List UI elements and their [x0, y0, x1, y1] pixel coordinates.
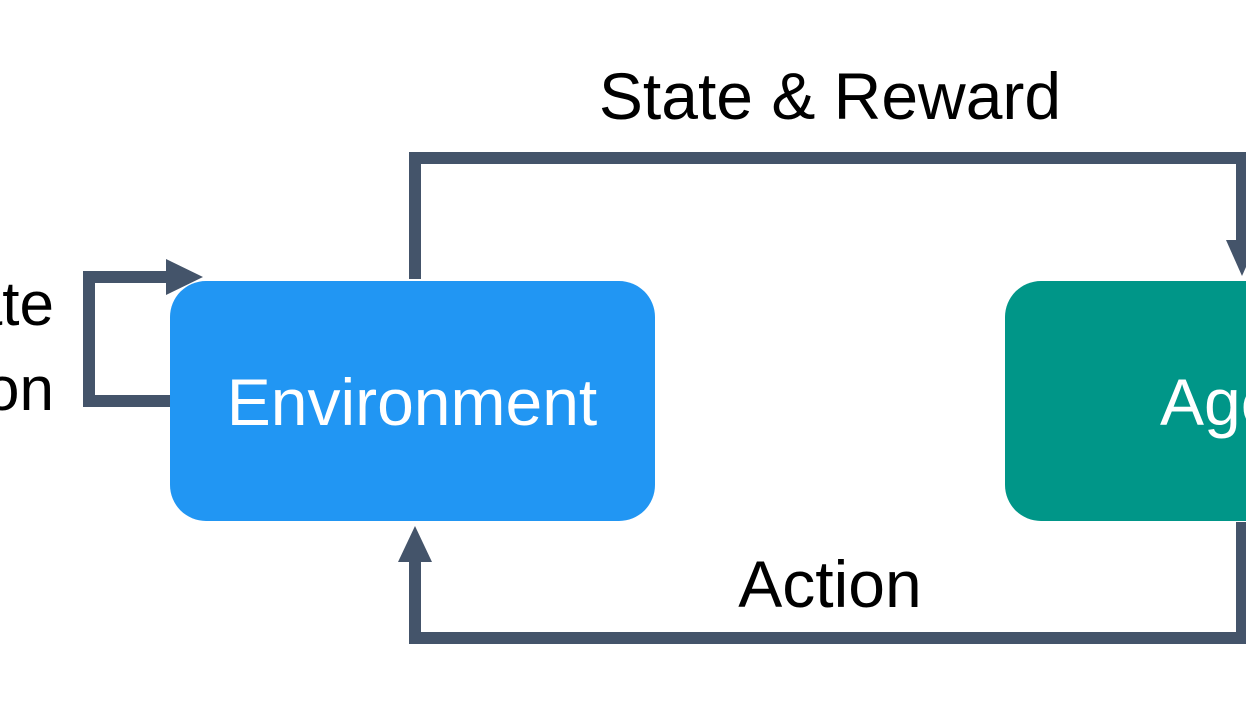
environment-label: Environment	[227, 365, 598, 439]
environment-box	[170, 281, 655, 521]
self-loop-label-line1: Update	[0, 270, 54, 339]
self-loop-arrow-line	[83, 271, 174, 407]
agent-label: Agent	[1160, 365, 1246, 439]
state-reward-arrow-line	[409, 152, 1246, 279]
self-loop-label-line2: Observation	[0, 355, 54, 424]
action-arrow-line	[409, 522, 1246, 644]
action-arrowhead	[398, 526, 432, 562]
agent-box	[1005, 281, 1246, 521]
self-loop-arrowhead	[166, 259, 203, 295]
state-reward-label: State & Reward	[599, 59, 1061, 133]
action-label: Action	[738, 547, 921, 621]
state-reward-arrowhead	[1226, 240, 1246, 276]
